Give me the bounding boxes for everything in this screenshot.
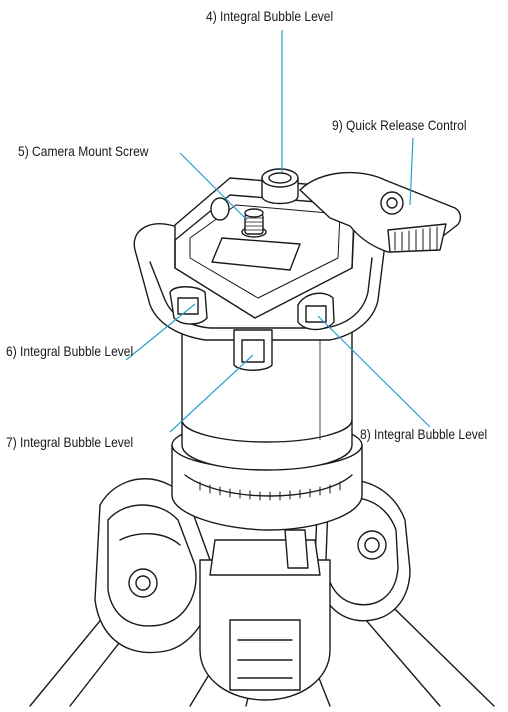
callout-integral-bubble-level-4: 4) Integral Bubble Level	[206, 8, 334, 24]
leader-line-8	[317, 315, 431, 428]
center-locking-flap	[209, 529, 321, 576]
callout-integral-bubble-level-8: 8) Integral Bubble Level	[360, 426, 488, 442]
callout-integral-bubble-level-6: 6) Integral Bubble Level	[6, 343, 134, 359]
callout-integral-bubble-level-7: 7) Integral Bubble Level	[6, 434, 134, 450]
leader-line-5	[179, 152, 248, 221]
bubble-level-4-housing	[261, 168, 299, 205]
camera-mount-screw	[241, 208, 267, 238]
leader-line-9	[409, 137, 414, 206]
leader-lines	[125, 30, 431, 433]
leader-line-7	[169, 354, 254, 433]
left-leg-hinge	[94, 478, 214, 654]
bubble-level-6-housing	[169, 286, 208, 325]
center-column	[181, 319, 353, 471]
bubble-level-8-housing	[297, 292, 335, 331]
quick-release-lever	[299, 171, 462, 253]
quick-release-plate	[174, 177, 356, 319]
bubble-level-7-housing	[233, 329, 273, 371]
callout-quick-release-control: 9) Quick Release Control	[332, 117, 467, 133]
center-bracket	[199, 559, 331, 701]
leader-line-6	[125, 303, 196, 361]
callout-camera-mount-screw: 5) Camera Mount Screw	[18, 143, 149, 159]
